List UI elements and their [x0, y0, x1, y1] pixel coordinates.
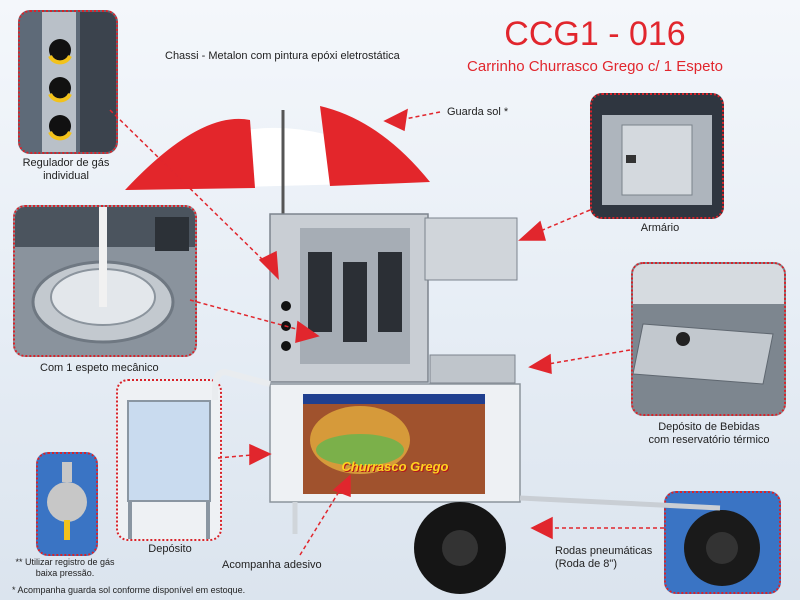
- sticker-stripe: [303, 394, 485, 404]
- arrow-drinks: [547, 349, 631, 365]
- arrow-spit-head: [295, 320, 320, 344]
- cabinet-image: [602, 115, 712, 205]
- inset-wheel: [664, 491, 781, 594]
- sticker-food: [316, 434, 404, 466]
- label-spit: Com 1 espeto mecânico: [40, 362, 159, 374]
- label-umbrella: Guarda sol *: [447, 106, 509, 118]
- drinks-lid: [429, 354, 516, 384]
- arrow-wheels-head: [530, 516, 553, 540]
- label-drinks-deposit-line1: Depósito de Bebidas: [658, 421, 760, 433]
- gas-knobs-image: [42, 12, 116, 152]
- burner: [378, 252, 402, 332]
- umbrella-red: [125, 118, 255, 190]
- cart-axle-frame: [519, 495, 721, 511]
- label-sticker: Acompanha adesivo: [222, 559, 322, 571]
- label-drinks-deposit: Depósito de Bebidas com reservatório tér…: [628, 421, 790, 447]
- umbrella-red: [320, 106, 430, 186]
- inset-gas-regulator-device: [36, 452, 98, 556]
- inset-deposit: [116, 379, 222, 541]
- deposit-image: [127, 400, 211, 539]
- arrow-cabinet-head: [518, 220, 546, 241]
- arrow-spit: [189, 299, 301, 331]
- arrow-regulator-head: [258, 250, 279, 280]
- cart-handle: [212, 368, 271, 400]
- wheel-hub: [442, 530, 478, 566]
- label-gas-note-line2: baixa pressão.: [35, 568, 95, 578]
- product-code: CCG1 - 016: [504, 15, 686, 53]
- inset-gas-regulator: [18, 10, 118, 154]
- label-gas-regulator-line1: Regulador de gás: [22, 157, 110, 169]
- arrow-cabinet: [537, 209, 591, 233]
- burner: [308, 252, 332, 332]
- product-subtitle: Carrinho Churrasco Grego c/ 1 Espeto: [467, 58, 723, 75]
- arrow-sticker: [299, 489, 341, 556]
- label-wheels-line2: (Roda de 8"): [555, 558, 617, 570]
- inset-drinks-deposit: [631, 262, 786, 416]
- label-cabinet: Armário: [640, 222, 680, 234]
- rotisserie-image: [15, 207, 195, 344]
- knob: [281, 301, 291, 311]
- burner: [343, 262, 367, 342]
- arrow-drinks-head: [528, 353, 552, 375]
- footnote: * Acompanha guarda sol conforme disponív…: [12, 585, 246, 595]
- arrow-deposit-head: [249, 443, 272, 466]
- label-deposit: Depósito: [148, 543, 192, 555]
- arrow-umbrella-head: [383, 108, 408, 132]
- label-gas-regulator-line2: individual: [43, 170, 89, 182]
- label-gas-regulator: Regulador de gás individual: [4, 157, 128, 183]
- label-wheels: Rodas pneumáticas (Roda de 8"): [555, 545, 665, 571]
- label-gas-note: ** Utilizar registro de gás baixa pressã…: [2, 557, 128, 579]
- wheel-image: [684, 510, 760, 586]
- label-drinks-deposit-line2: com reservatório térmico: [648, 434, 770, 446]
- regulator-image: [47, 462, 87, 540]
- arrow-deposit: [217, 454, 253, 459]
- knob: [281, 341, 291, 351]
- label-chassis: Chassi - Metalon com pintura epóxi eletr…: [165, 50, 400, 62]
- label-wheels-line1: Rodas pneumáticas: [555, 545, 653, 557]
- upper-cabinet: [424, 217, 518, 281]
- arrow-regulator: [109, 109, 266, 263]
- label-gas-note-line1: ** Utilizar registro de gás: [15, 557, 115, 567]
- drinks-deposit-image: [633, 264, 784, 385]
- inset-rotisserie: [13, 205, 197, 357]
- arrow-sticker-head: [332, 474, 351, 498]
- sticker-brand: Churrasco Grego: [341, 459, 449, 474]
- inset-cabinet: [590, 93, 724, 219]
